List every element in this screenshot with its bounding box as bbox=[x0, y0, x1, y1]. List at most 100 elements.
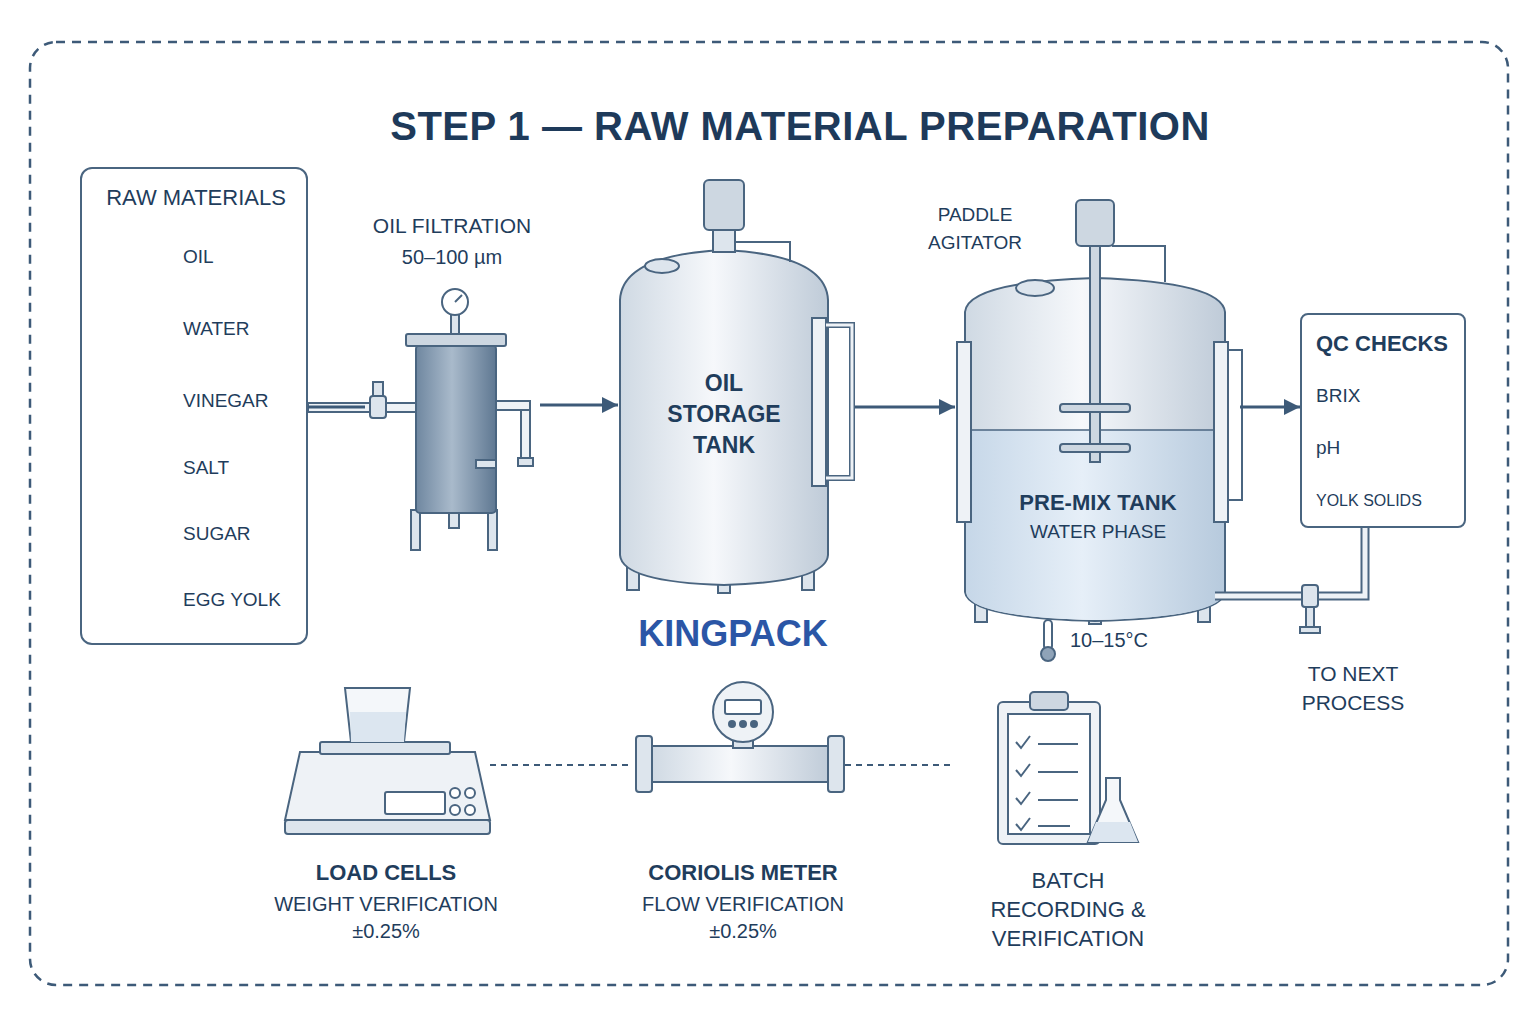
filter-vessel bbox=[308, 289, 533, 550]
oil-storage-tank bbox=[620, 180, 852, 593]
flow-arrow bbox=[855, 406, 955, 409]
pre-mix-tank-part bbox=[1060, 444, 1130, 452]
weigh-station: LOAD CELLSWEIGHT VERIFICATION±0.25% bbox=[283, 685, 490, 947]
coriolis-meter-part bbox=[740, 721, 746, 727]
filter-vessel-part bbox=[521, 410, 530, 458]
pre-mix-tank-part bbox=[1215, 528, 1365, 596]
node-heading: LOAD CELLS bbox=[316, 860, 457, 886]
ingredient-name: SALT bbox=[183, 457, 229, 480]
weighing-scale-part bbox=[385, 792, 445, 814]
coriolis-meter-part bbox=[751, 721, 757, 727]
thermometer-icon-part bbox=[1041, 647, 1055, 661]
dashed-link bbox=[490, 764, 630, 766]
batch-clipboard-part bbox=[998, 702, 1100, 844]
coriolis-meter-part bbox=[729, 721, 735, 727]
records-station: BATCH RECORDING & VERIFICATION bbox=[955, 685, 1180, 925]
node-detail: YOLK SOLIDS bbox=[1316, 491, 1422, 510]
batch-clipboard-part bbox=[1016, 736, 1078, 830]
ingredient-name: VINEGAR bbox=[183, 390, 269, 413]
node-heading: PRE-MIX TANK bbox=[1019, 490, 1176, 516]
diagram-title: STEP 1 — RAW MATERIAL PREPARATION bbox=[390, 102, 1210, 150]
flow-arrow bbox=[1240, 406, 1300, 409]
weighing-scale-part bbox=[350, 712, 406, 742]
filter-vessel-part bbox=[373, 382, 383, 396]
node-detail: ±0.25% bbox=[709, 919, 777, 943]
part-callout: PADDLE AGITATOR bbox=[910, 201, 1040, 257]
ingredient-name: WATER bbox=[183, 318, 250, 341]
oil-storage-tank-part bbox=[713, 228, 735, 252]
batch-clipboard-part bbox=[1088, 778, 1138, 842]
flow-arrow bbox=[308, 406, 365, 409]
node-heading: QC CHECKS bbox=[1316, 331, 1448, 357]
flow-arrow bbox=[540, 404, 618, 407]
node-heading: RAW MATERIALS bbox=[106, 185, 286, 211]
filter-vessel-part bbox=[476, 460, 496, 468]
ingredient-name: OIL bbox=[183, 246, 214, 269]
filter-vessel-part bbox=[406, 334, 506, 346]
thermometer-icon bbox=[1041, 620, 1055, 661]
pre-mix-tank-part bbox=[1112, 246, 1165, 282]
filter-vessel-part bbox=[455, 295, 462, 302]
ingredient-name: SUGAR bbox=[183, 523, 251, 546]
oil-storage-tank-part bbox=[826, 325, 852, 478]
weighing-scale-part bbox=[450, 805, 460, 815]
weighing-scale-part bbox=[320, 742, 450, 754]
coriolis-meter-part bbox=[636, 736, 652, 792]
pre-mix-tank-part bbox=[1090, 240, 1100, 462]
pre-mix-tank-part bbox=[1016, 280, 1054, 296]
pre-mix-tank-part bbox=[1060, 404, 1130, 412]
pre-mix-tank-part bbox=[1215, 528, 1365, 596]
batch-clipboard-part bbox=[1088, 822, 1138, 842]
coriolis-meter-part bbox=[713, 682, 773, 742]
weighing-scale bbox=[285, 688, 490, 834]
frame-border-part bbox=[30, 42, 1508, 985]
flow-meter: CORIOLIS METERFLOW VERIFICATION±0.25% bbox=[630, 683, 845, 945]
filter-vessel-part bbox=[518, 458, 533, 466]
pre-mix-tank-part bbox=[1214, 342, 1228, 522]
coriolis-meter bbox=[636, 682, 844, 792]
filter-vessel-part bbox=[370, 396, 386, 418]
pre-mix-tank-part bbox=[1076, 200, 1114, 246]
oil-storage-tank-part bbox=[735, 242, 790, 262]
oil-storage-tank-part bbox=[826, 325, 852, 478]
ingredient-name: EGG YOLK bbox=[183, 589, 281, 612]
batch-clipboard-part bbox=[1008, 714, 1090, 834]
pre-mix-tank-part bbox=[1228, 350, 1242, 500]
weighing-scale-part bbox=[465, 788, 475, 798]
node-heading: BATCH RECORDING & VERIFICATION bbox=[963, 866, 1173, 953]
node-detail: pH bbox=[1316, 437, 1340, 460]
filter-vessel-part bbox=[442, 289, 468, 315]
node-heading: OIL FILTRATION bbox=[373, 213, 531, 238]
frame-border bbox=[30, 42, 1508, 985]
pre-mix-tank-part bbox=[957, 342, 971, 522]
temperature-range: 10–15°C bbox=[1070, 628, 1148, 652]
oil-storage-tank-part bbox=[704, 180, 744, 230]
coriolis-meter-part bbox=[725, 700, 761, 714]
node-heading: OIL STORAGE TANK bbox=[664, 368, 784, 461]
node-detail: FLOW VERIFICATION bbox=[642, 892, 844, 916]
weighing-scale-part bbox=[450, 788, 460, 798]
storage-tank: OIL STORAGE TANK bbox=[618, 178, 855, 590]
oil-storage-tank-part bbox=[812, 318, 826, 486]
brand-watermark: KINGPACK bbox=[638, 612, 827, 655]
filter-vessel-part bbox=[496, 401, 530, 410]
node-detail: ±0.25% bbox=[352, 919, 420, 943]
weighing-scale-part bbox=[285, 752, 490, 820]
qc-box: QC CHECKS BRIX pH YOLK SOLIDS bbox=[1300, 313, 1466, 528]
weighing-scale-part bbox=[285, 820, 490, 834]
weighing-scale-part bbox=[465, 805, 475, 815]
weighing-scale-part bbox=[345, 688, 410, 742]
node-detail: WATER PHASE bbox=[1030, 521, 1166, 544]
oil-storage-tank-part bbox=[620, 250, 828, 585]
filter-vessel-part bbox=[308, 403, 418, 412]
node-detail: BRIX bbox=[1316, 385, 1360, 408]
filter-unit: OIL FILTRATION50–100 µm bbox=[365, 205, 540, 555]
pre-mix-tank-part bbox=[1306, 607, 1314, 627]
pre-mix-tank-part bbox=[1300, 627, 1320, 633]
thermometer-icon-part bbox=[1044, 620, 1052, 650]
pre-mix-tank-part bbox=[1302, 585, 1318, 607]
filter-vessel-part bbox=[411, 510, 420, 550]
coriolis-meter-part bbox=[828, 736, 844, 792]
coriolis-meter-part bbox=[650, 746, 830, 782]
